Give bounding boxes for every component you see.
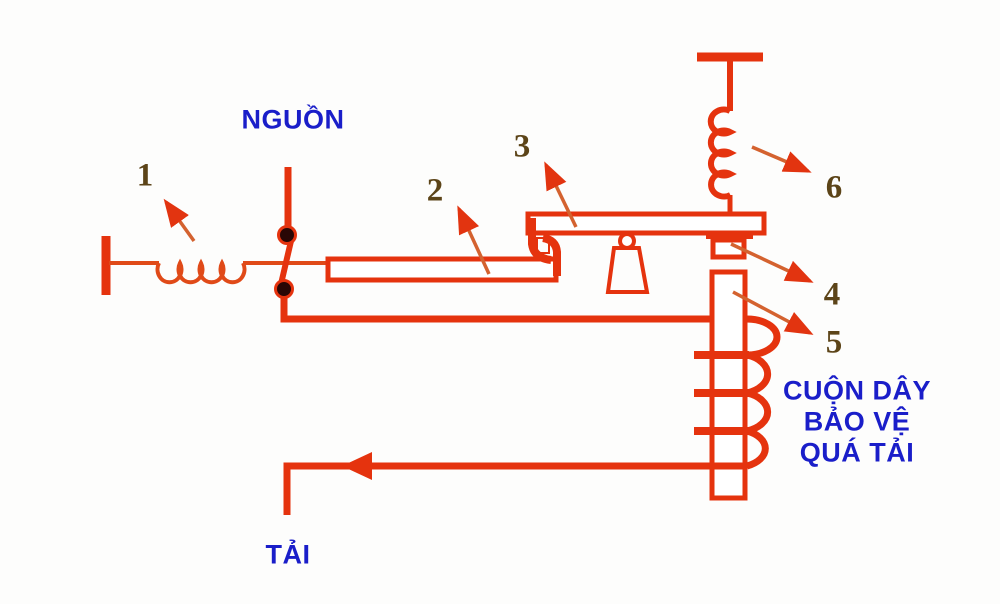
callout-arrow-4 bbox=[730, 242, 814, 283]
caption-line-1: CUỘN DÂY bbox=[782, 375, 932, 406]
electromagnet-core bbox=[709, 269, 748, 501]
bimetal-strip bbox=[325, 256, 559, 283]
caption-line-3: QUÁ TẢI bbox=[799, 437, 915, 468]
pivot-wedge bbox=[605, 246, 650, 294]
contact-lower-dot bbox=[274, 279, 294, 299]
callout-label-2: 2 bbox=[426, 172, 444, 209]
return-spring bbox=[707, 106, 737, 200]
callout-label-3: 3 bbox=[513, 128, 531, 165]
source-label: NGUỒN bbox=[241, 104, 345, 135]
callout-label-6: 6 bbox=[825, 169, 843, 206]
strip-end-curl bbox=[542, 234, 561, 276]
callout-arrow-5 bbox=[732, 290, 814, 335]
lever-contact-plate bbox=[706, 232, 753, 239]
current-flow-arrow bbox=[342, 452, 372, 480]
callout-arrow-1 bbox=[163, 198, 196, 243]
load-label: TẢI bbox=[265, 539, 311, 570]
contact-upper-dot bbox=[277, 225, 297, 245]
callout-label-4: 4 bbox=[823, 276, 841, 313]
wire-to-load bbox=[283, 462, 747, 515]
latch-lever bbox=[525, 211, 767, 236]
lever-hook bbox=[528, 218, 552, 264]
pivot-pin bbox=[618, 232, 636, 250]
wire-to-coil bbox=[280, 296, 747, 323]
protection-coil-turns bbox=[745, 315, 781, 470]
callout-label-5: 5 bbox=[825, 324, 843, 361]
callout-label-1: 1 bbox=[136, 157, 154, 194]
heater-coil bbox=[155, 258, 247, 285]
callout-arrow-2 bbox=[457, 205, 491, 275]
callout-arrow-6 bbox=[751, 145, 812, 173]
callout-arrow-3 bbox=[544, 161, 578, 228]
caption-line-2: BẢO VỆ bbox=[803, 406, 911, 437]
switch-blade bbox=[278, 240, 294, 285]
protection-coil-caption: CUỘN DÂY BẢO VỆ QUÁ TẢI bbox=[783, 376, 931, 469]
